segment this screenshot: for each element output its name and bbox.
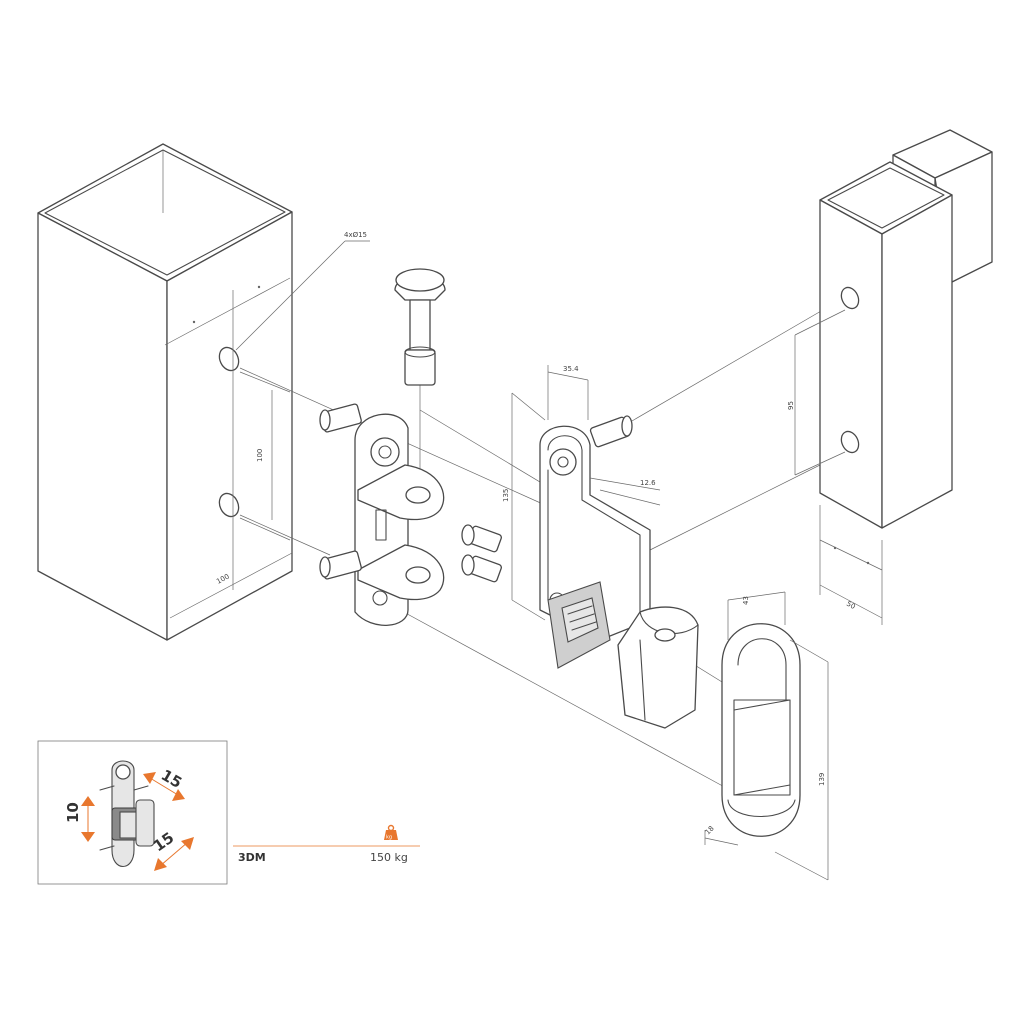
weight-icon: kg <box>384 824 398 841</box>
double-arrow-icon <box>154 837 194 871</box>
dim-post-right-width: 50 <box>845 600 857 611</box>
center-bracket: 35.4 135 12.6 <box>502 365 661 669</box>
dim-cap-width: 43 <box>742 596 750 605</box>
dim-cap-depth: 18 <box>704 824 716 836</box>
hinge-block <box>617 606 699 729</box>
left-bracket <box>319 403 445 626</box>
dim-bracket-width: 35.4 <box>563 365 579 373</box>
double-arrow-icon <box>81 796 95 842</box>
dim-cap-height: 139 <box>818 773 826 786</box>
load-value: 150 kg <box>370 851 408 864</box>
dim-hole-spacing-right: 95 <box>787 401 795 410</box>
legend-box: 10 15 15 <box>37 740 228 885</box>
dim-bracket-height: 135 <box>502 489 510 502</box>
right-post: 95 50 <box>787 129 993 625</box>
adjust-vertical-label: 10 <box>64 802 82 823</box>
model-load-row: 3DM kg 150 kg <box>233 824 420 864</box>
dim-holes: 4xØ15 <box>344 231 367 239</box>
model-name: 3DM <box>238 851 266 864</box>
hinge-thumbnail <box>99 760 155 867</box>
hole-callout: 4xØ15 <box>235 231 370 351</box>
dim-pin-offset: 12.6 <box>640 479 656 487</box>
cap-cover: 43 139 18 <box>704 591 829 881</box>
weight-icon-label: kg <box>386 835 392 841</box>
small-bolts <box>461 524 502 583</box>
dim-hole-spacing-left: 100 <box>256 449 264 462</box>
left-post: 100 100 <box>37 143 293 641</box>
double-arrow-icon <box>143 772 185 801</box>
carriage-bolt <box>394 268 446 386</box>
projection-lines <box>239 299 841 791</box>
